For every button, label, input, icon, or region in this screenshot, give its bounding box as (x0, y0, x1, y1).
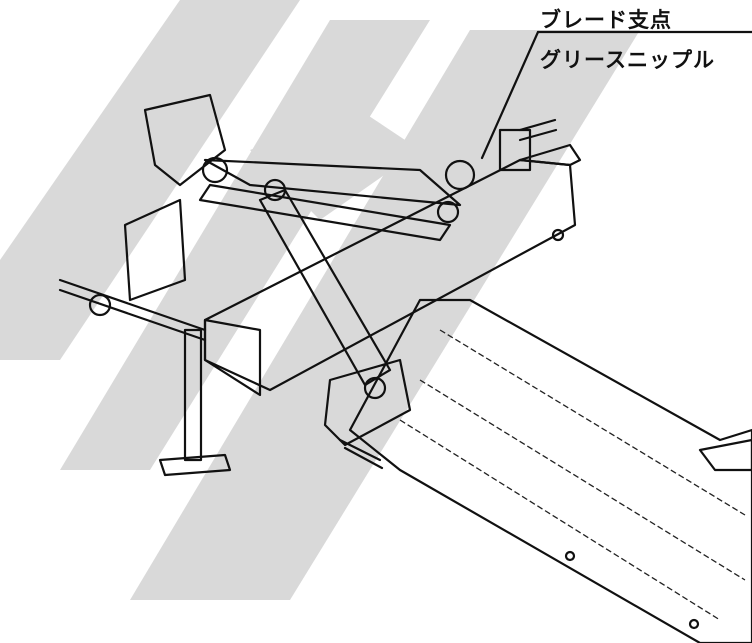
stand-leg (158, 328, 232, 477)
upper-links (198, 156, 462, 242)
blade-pivot (88, 118, 558, 317)
main-frame (203, 143, 582, 397)
blade-pivot-label: ブレード支点 (540, 7, 672, 32)
label-leader (480, 30, 752, 160)
diagonal-brace (258, 188, 412, 470)
blade (348, 298, 752, 643)
watermark (0, 0, 640, 600)
grease-nipple-label: グリースニップル (540, 47, 715, 72)
